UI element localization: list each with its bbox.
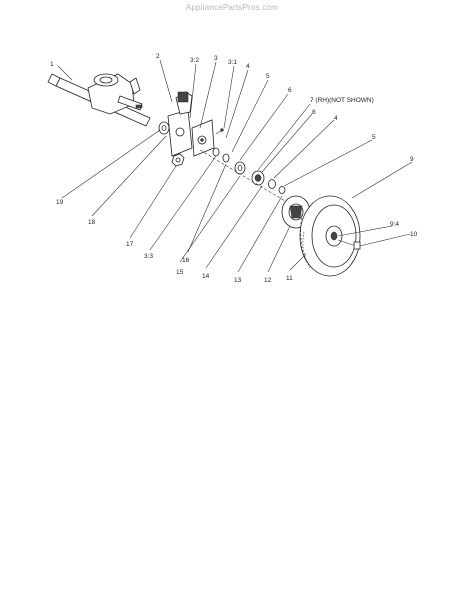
callout-13: 13: [234, 277, 242, 284]
callout-8: 8: [312, 109, 316, 116]
callout-3-2: 3:2: [190, 57, 199, 64]
callout-3-1: 3:1: [228, 59, 237, 66]
callout-10: 10: [410, 231, 418, 238]
bearing: [251, 170, 265, 186]
callout-5a: 5: [266, 73, 270, 80]
spacer: [268, 179, 276, 189]
bushing-inner: [161, 125, 167, 131]
wheel-bracket: [167, 91, 193, 157]
callout-3: 3: [214, 55, 218, 62]
callout-9: 9: [410, 156, 414, 163]
bolt-head: [220, 128, 224, 132]
watermark: AppliancePartsPros.com: [186, 3, 278, 12]
callout-2: 2: [156, 53, 160, 60]
pivot-plate: [191, 119, 215, 157]
callout-5b: 5: [372, 134, 376, 141]
nut: [171, 153, 185, 167]
callout-9-4: 9:4: [390, 221, 399, 228]
callout-4a: 4: [246, 63, 250, 70]
callout-labels: 1 2 3:2 3 3:1 4 5 6 7 (RH)(NOT SHOWN) 8 …: [50, 53, 418, 284]
callout-4b: 4: [334, 115, 338, 122]
gear-ring: [302, 231, 311, 269]
callout-12: 12: [264, 277, 272, 284]
wheel-bolt: [337, 239, 361, 250]
callout-6: 6: [288, 87, 292, 94]
callout-19: 19: [56, 199, 64, 206]
leader-lines: [57, 59, 413, 273]
callout-17: 17: [126, 241, 134, 248]
callout-18: 18: [88, 219, 96, 226]
spacer-small: [278, 186, 286, 194]
callout-16: 16: [182, 257, 190, 264]
callout-3-3: 3:3: [144, 253, 153, 260]
callout-1: 1: [50, 61, 54, 68]
callout-11: 11: [286, 275, 293, 282]
callout-14: 14: [202, 273, 210, 280]
callout-15: 15: [176, 269, 184, 276]
wheel: [299, 195, 361, 277]
callout-7: 7 (RH)(NOT SHOWN): [310, 97, 374, 104]
gear-housing: [87, 73, 143, 115]
